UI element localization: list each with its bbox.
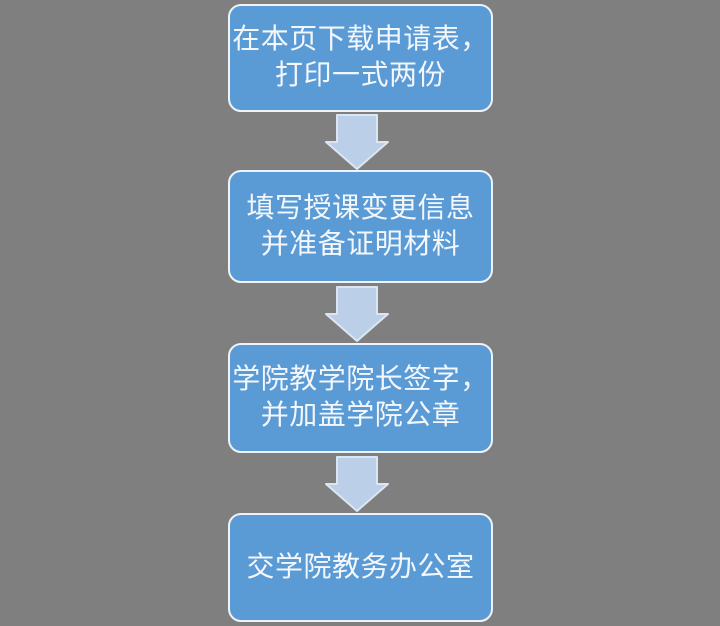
flow-step-2-text-line-2: 并准备证明材料 (260, 228, 461, 260)
flow-step-1-text-line-1: 在本页下载申请表， (232, 24, 489, 55)
flow-step-4-box: 交学院教务办公室 (228, 513, 493, 622)
down-arrow-1-icon (325, 114, 389, 170)
flow-step-1-box: 在本页下载申请表， 打印一式两份 (228, 4, 493, 112)
down-arrow-3-icon (325, 456, 389, 512)
flow-step-2-box: 填写授课变更信息 并准备证明材料 (228, 170, 493, 283)
flow-step-1-text-line-2: 打印一式两份 (274, 60, 446, 91)
flow-step-3-text-line-2: 并加盖学院公章 (260, 400, 461, 431)
down-arrow-2-icon (325, 286, 389, 342)
flow-step-3-box: 学院教学院长签字， 并加盖学院公章 (228, 343, 493, 453)
flow-step-3-text-line-1: 学院教学院长签字， (232, 364, 489, 395)
flow-step-2-text-line-1: 填写授课变更信息 (246, 192, 475, 224)
flow-step-4-text-line-1: 交学院教务办公室 (246, 551, 475, 583)
